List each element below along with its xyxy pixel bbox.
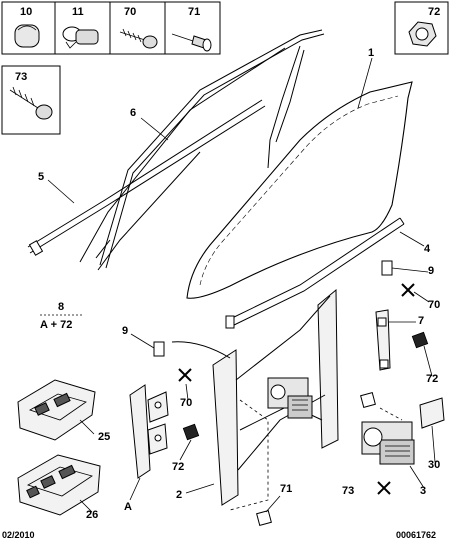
footer-date: 02/2010 [2,530,35,540]
window-regulator [212,288,339,511]
callout-box-10: 10 [1,1,56,55]
label-part-1: 1 [368,47,374,59]
rivet-71-b [360,392,376,408]
label-part-3: 3 [420,485,426,497]
label-part-70-top: 70 [428,299,440,311]
self-tapping-screw-icon [9,86,53,120]
label-part-73: 73 [342,485,354,497]
label-part-2: 2 [176,489,182,501]
label-part-6: 6 [130,107,136,119]
svg-text:10: 10 [20,6,32,18]
window-glass [186,81,413,299]
inner-belt-strip [225,217,405,329]
fastener-70-top [401,283,415,297]
door-frame-seal [79,29,325,271]
screw-icon [119,28,158,49]
assembly-fraction: 8 A + 72 [40,301,82,331]
svg-text:73: 73 [15,71,27,83]
svg-text:71: 71 [188,6,200,18]
outer-belt-strip [27,99,266,256]
callout-box-71: 71 [164,1,221,55]
regulator-motor-left [267,377,313,419]
window-motor [361,407,415,465]
label-part-4: 4 [424,243,431,255]
svg-text:70: 70 [124,6,136,18]
label-part-71: 71 [280,483,292,495]
rivet-71-a [256,510,272,526]
support-plate-30 [419,397,445,429]
callout-box-73: 73 [1,65,61,135]
fastener-73 [377,481,391,495]
footer-code: 00061762 [396,530,436,540]
rivet-icon [171,33,212,52]
label-part-30: 30 [428,459,440,471]
plastic-clip-icon [62,26,99,49]
label-part-25: 25 [98,431,110,443]
guide-clip-7 [375,309,391,371]
label-part-7: 7 [418,315,424,327]
window-switch-25 [17,379,96,441]
window-switch-26 [17,454,101,516]
label-part-9-left: 9 [122,325,128,337]
callout-box-70: 70 [109,1,166,55]
leader-lines [47,57,436,513]
label-part-72-left: 72 [172,461,184,473]
clip-9-left [153,341,231,359]
callout-box-72: 72 [394,1,449,55]
svg-text:72: 72 [428,6,440,18]
push-clip-icon [14,24,40,48]
clip-9-top [381,260,393,276]
label-part-9-top: 9 [428,265,434,277]
svg-text:11: 11 [72,6,84,18]
label-part-72-right: 72 [426,373,438,385]
fraction-bottom: A + 72 [40,319,72,331]
hex-nut-icon [408,21,437,47]
label-part-5: 5 [38,171,44,183]
label-part-70-left: 70 [180,397,192,409]
pad-72-right [411,331,429,349]
regulator-bracket-a [129,384,169,479]
label-part-26: 26 [86,509,98,521]
fraction-top: 8 [58,301,64,313]
fastener-70-left [178,368,192,382]
pad-72-left [182,423,200,441]
callout-box-11: 11 [54,1,111,55]
label-part-a: A [124,501,132,513]
